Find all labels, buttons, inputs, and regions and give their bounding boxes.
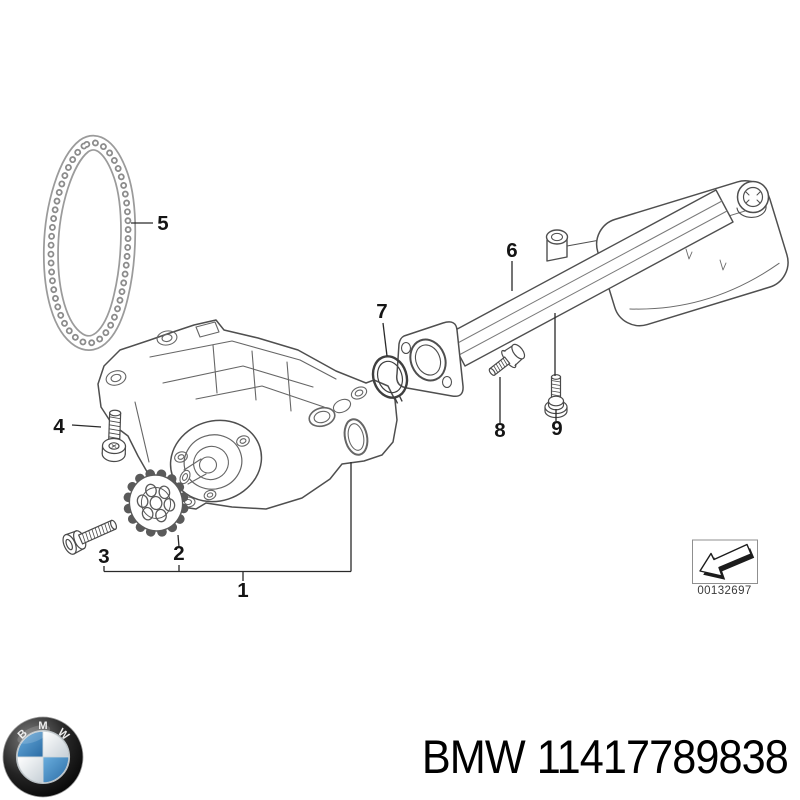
- roundel-quadrant-blue-br: [42, 756, 69, 783]
- bolt-8: [488, 343, 526, 376]
- callout-9: 9: [551, 417, 562, 440]
- pipe-flange: [395, 321, 464, 398]
- callout-3: 3: [98, 545, 109, 568]
- brand-name: BMW: [421, 730, 526, 783]
- pump-cover: [169, 419, 263, 503]
- roundel-quadrant-white-bl: [17, 756, 44, 783]
- roundel-quadrant-blue-tl: [17, 731, 44, 758]
- pickup-pipe-assembly: [395, 180, 789, 398]
- arrow-icon: [699, 543, 755, 580]
- bolt-3: [62, 519, 118, 555]
- callout-6: 6: [506, 239, 517, 262]
- pipe-bracket-boss: [545, 229, 601, 262]
- roundel-quadrant-white-tr: [42, 731, 69, 758]
- pipe-top-boss: [736, 180, 770, 218]
- callout-8: 8: [494, 419, 505, 442]
- bolt-4: [101, 409, 127, 463]
- bolt-9: [544, 374, 568, 419]
- o-ring: [371, 355, 409, 404]
- callout-1: 1: [237, 579, 248, 602]
- image-code: 00132697: [697, 585, 751, 597]
- leader-lines: [71, 222, 557, 581]
- callout-7: 7: [376, 300, 387, 323]
- part-number: 11417789838: [536, 730, 789, 783]
- drive-chain: [42, 134, 137, 351]
- bmw-roundel-logo: B M W: [2, 716, 84, 798]
- roundel-letter-m: M: [38, 720, 47, 732]
- pump-sprocket: [123, 468, 189, 538]
- callout-5: 5: [157, 212, 168, 235]
- image-code-box: 00132697: [692, 539, 758, 597]
- callout-4: 4: [53, 415, 65, 438]
- callout-2: 2: [173, 542, 184, 565]
- oil-pump-housing: [97, 319, 398, 510]
